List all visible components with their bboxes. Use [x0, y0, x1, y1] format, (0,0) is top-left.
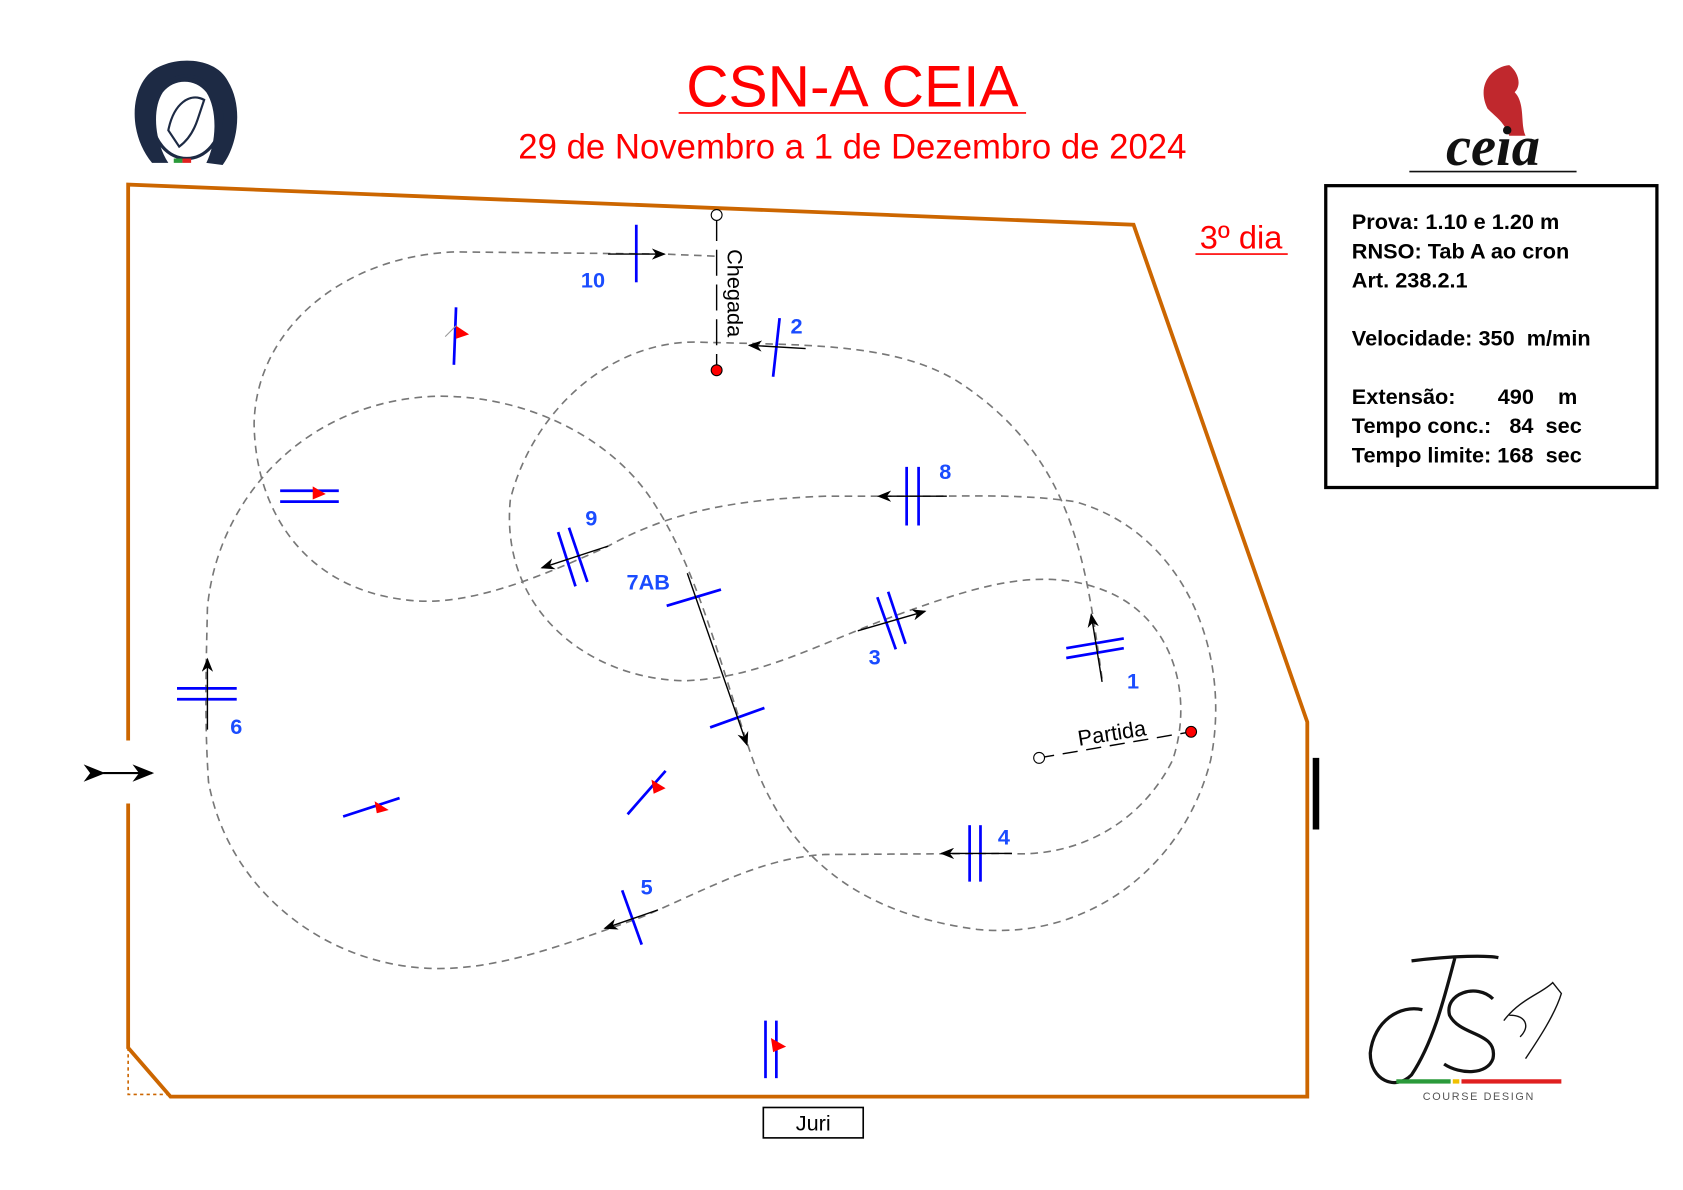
- course-route: [205, 251, 1217, 970]
- arena-corner: [127, 1047, 169, 1096]
- info-article: Art. 238.2.1: [1352, 268, 1468, 293]
- fence-number: 9: [585, 506, 597, 531]
- designer-logo: COURSE DESIGN: [1368, 954, 1563, 1103]
- fence-8: 8: [877, 459, 951, 526]
- start-line: Partida: [1033, 715, 1198, 764]
- fence-10: 10: [581, 224, 666, 293]
- ceia-logo-text: ceia: [1446, 116, 1540, 178]
- fence-3: 3: [857, 591, 927, 669]
- spare-fence: [626, 770, 667, 816]
- fence-number: 2: [790, 313, 802, 338]
- fence-number: 6: [230, 714, 242, 739]
- fence-number: 1: [1127, 668, 1139, 693]
- finish-label: Chegada: [722, 249, 747, 338]
- fence-2: 2: [747, 313, 806, 377]
- info-box: Prova: 1.10 e 1.20 m RNSO: Tab A ao cron…: [1324, 184, 1659, 490]
- fence-5: 5: [603, 875, 659, 946]
- arena-boundary: [126, 182, 1310, 1099]
- event-dates: 29 de Novembro a 1 de Dezembro de 2024: [518, 129, 1186, 167]
- info-time-allowed: Tempo conc.: 84 sec: [1352, 413, 1582, 438]
- fence-9: 9: [540, 506, 609, 587]
- jury-box: Juri: [762, 1106, 865, 1139]
- day-label: 3º dia: [1200, 220, 1283, 256]
- jury-label: Juri: [796, 1110, 831, 1135]
- fence-4: 4: [939, 825, 1012, 882]
- info-length: Extensão: 490 m: [1352, 384, 1578, 409]
- info-prova: Prova: 1.10 e 1.20 m: [1352, 209, 1560, 234]
- fence-number: 3: [869, 644, 881, 669]
- fence-7ab: 7AB: [627, 570, 765, 747]
- spare-fence: [342, 796, 401, 818]
- fence-number: 4: [998, 825, 1010, 850]
- designer-logo-sub: COURSE DESIGN: [1423, 1091, 1535, 1103]
- fence-number: 8: [939, 459, 951, 484]
- info-rnso: RNSO: Tab A ao cron: [1352, 238, 1569, 263]
- fence-number: 7AB: [627, 570, 670, 595]
- ceia-logo: ceia: [1409, 65, 1577, 178]
- spare-fence: [444, 307, 470, 365]
- fence-number: 10: [581, 268, 605, 293]
- fence-1: 1: [1066, 613, 1139, 693]
- finish-line: Chegada: [710, 209, 747, 377]
- start-label: Partida: [1076, 715, 1149, 751]
- page-title: CSN-A CEIA: [686, 54, 1018, 119]
- info-speed: Velocidade: 350 m/min: [1352, 325, 1591, 350]
- spare-fence: [280, 486, 339, 503]
- info-time-limit: Tempo limite: 168 sec: [1352, 443, 1582, 468]
- fence-6: 6: [177, 657, 242, 739]
- fence-number: 5: [641, 875, 653, 900]
- spare-fence: [764, 1020, 787, 1079]
- federation-logo: [134, 60, 238, 166]
